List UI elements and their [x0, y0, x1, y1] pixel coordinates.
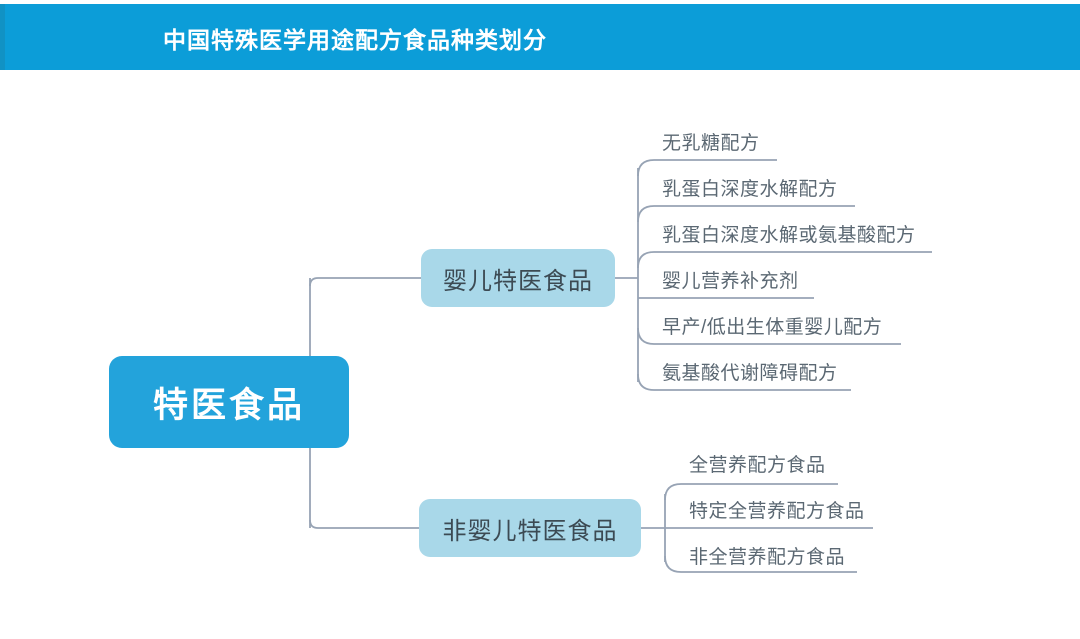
leaf-label[interactable]: 全营养配方食品 — [689, 455, 826, 476]
leaf-label[interactable]: 乳蛋白深度水解配方 — [662, 179, 838, 200]
leaf-label[interactable]: 早产/低出生体重婴儿配方 — [662, 317, 883, 338]
root-node[interactable]: 特医食品 — [109, 356, 349, 448]
leaf-label[interactable]: 氨基酸代谢障碍配方 — [662, 363, 838, 384]
header-accent-stripe — [0, 4, 5, 70]
branch-node-infant[interactable]: 婴儿特医食品 — [421, 249, 615, 307]
leaf-label[interactable]: 无乳糖配方 — [662, 133, 760, 154]
leaf-label[interactable]: 非全营养配方食品 — [689, 547, 846, 568]
leaf-label[interactable]: 乳蛋白深度水解或氨基酸配方 — [662, 225, 916, 246]
branch-node-label: 婴儿特医食品 — [443, 267, 593, 295]
branch-node-label: 非婴儿特医食品 — [442, 517, 618, 545]
leaf-label[interactable]: 特定全营养配方食品 — [689, 501, 865, 522]
root-node-label: 特医食品 — [152, 385, 305, 425]
branch-node-non-infant[interactable]: 非婴儿特医食品 — [419, 499, 641, 557]
leaf-label[interactable]: 婴儿营养补充剂 — [662, 271, 799, 292]
page-title: 中国特殊医学用途配方食品种类划分 — [163, 27, 547, 53]
header-bar — [0, 4, 1080, 70]
